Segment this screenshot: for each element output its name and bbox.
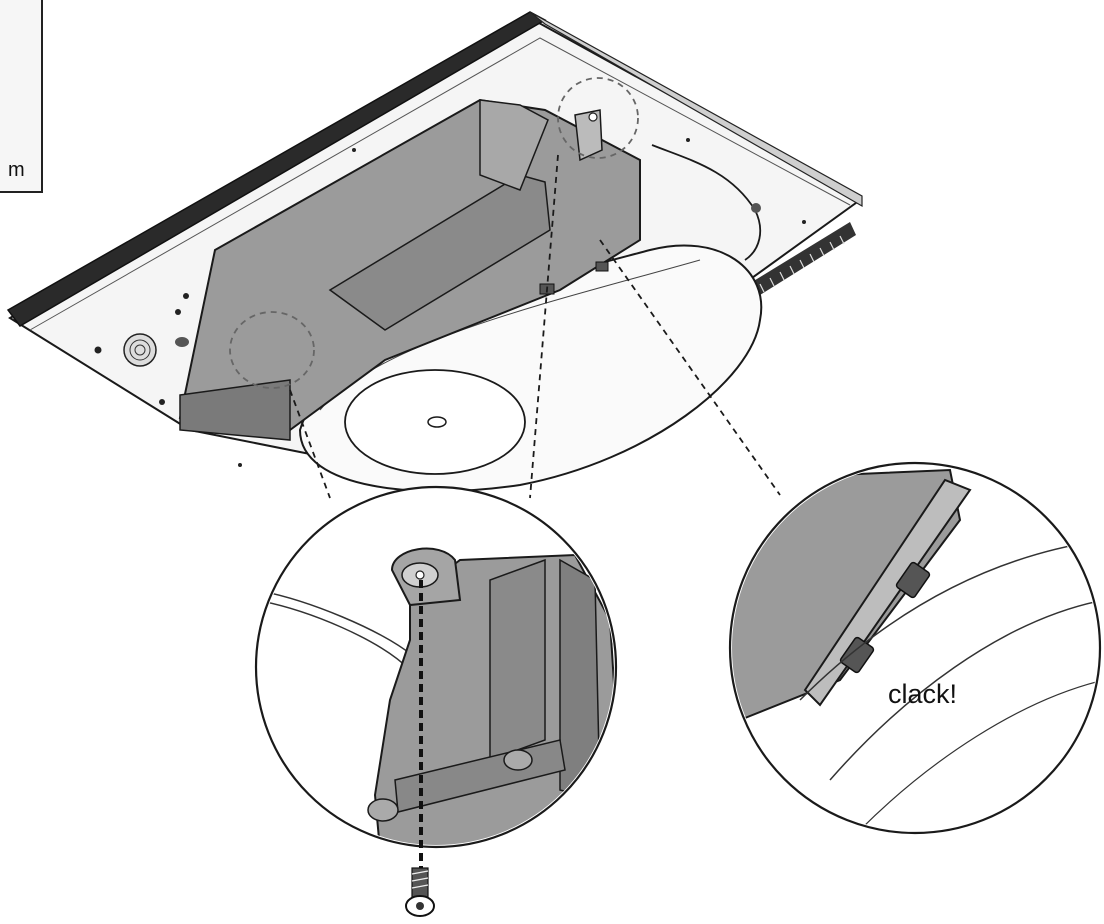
detail-marker-right xyxy=(557,77,639,159)
detail-marker-left xyxy=(229,311,315,389)
zoom-detail-screw xyxy=(254,485,618,868)
fan-grille xyxy=(123,333,157,367)
screw-icon xyxy=(405,867,435,917)
note-box: m xyxy=(0,0,43,193)
note-box-text: m xyxy=(8,159,25,181)
clip-tab xyxy=(895,561,931,599)
vent-grille xyxy=(752,222,856,295)
leader-lines xyxy=(289,154,781,499)
clack-label: clack! xyxy=(888,679,957,709)
duct-assembly xyxy=(178,98,762,441)
zoom-detail-clip: clack! xyxy=(728,461,1102,835)
fan-housing xyxy=(298,244,763,493)
